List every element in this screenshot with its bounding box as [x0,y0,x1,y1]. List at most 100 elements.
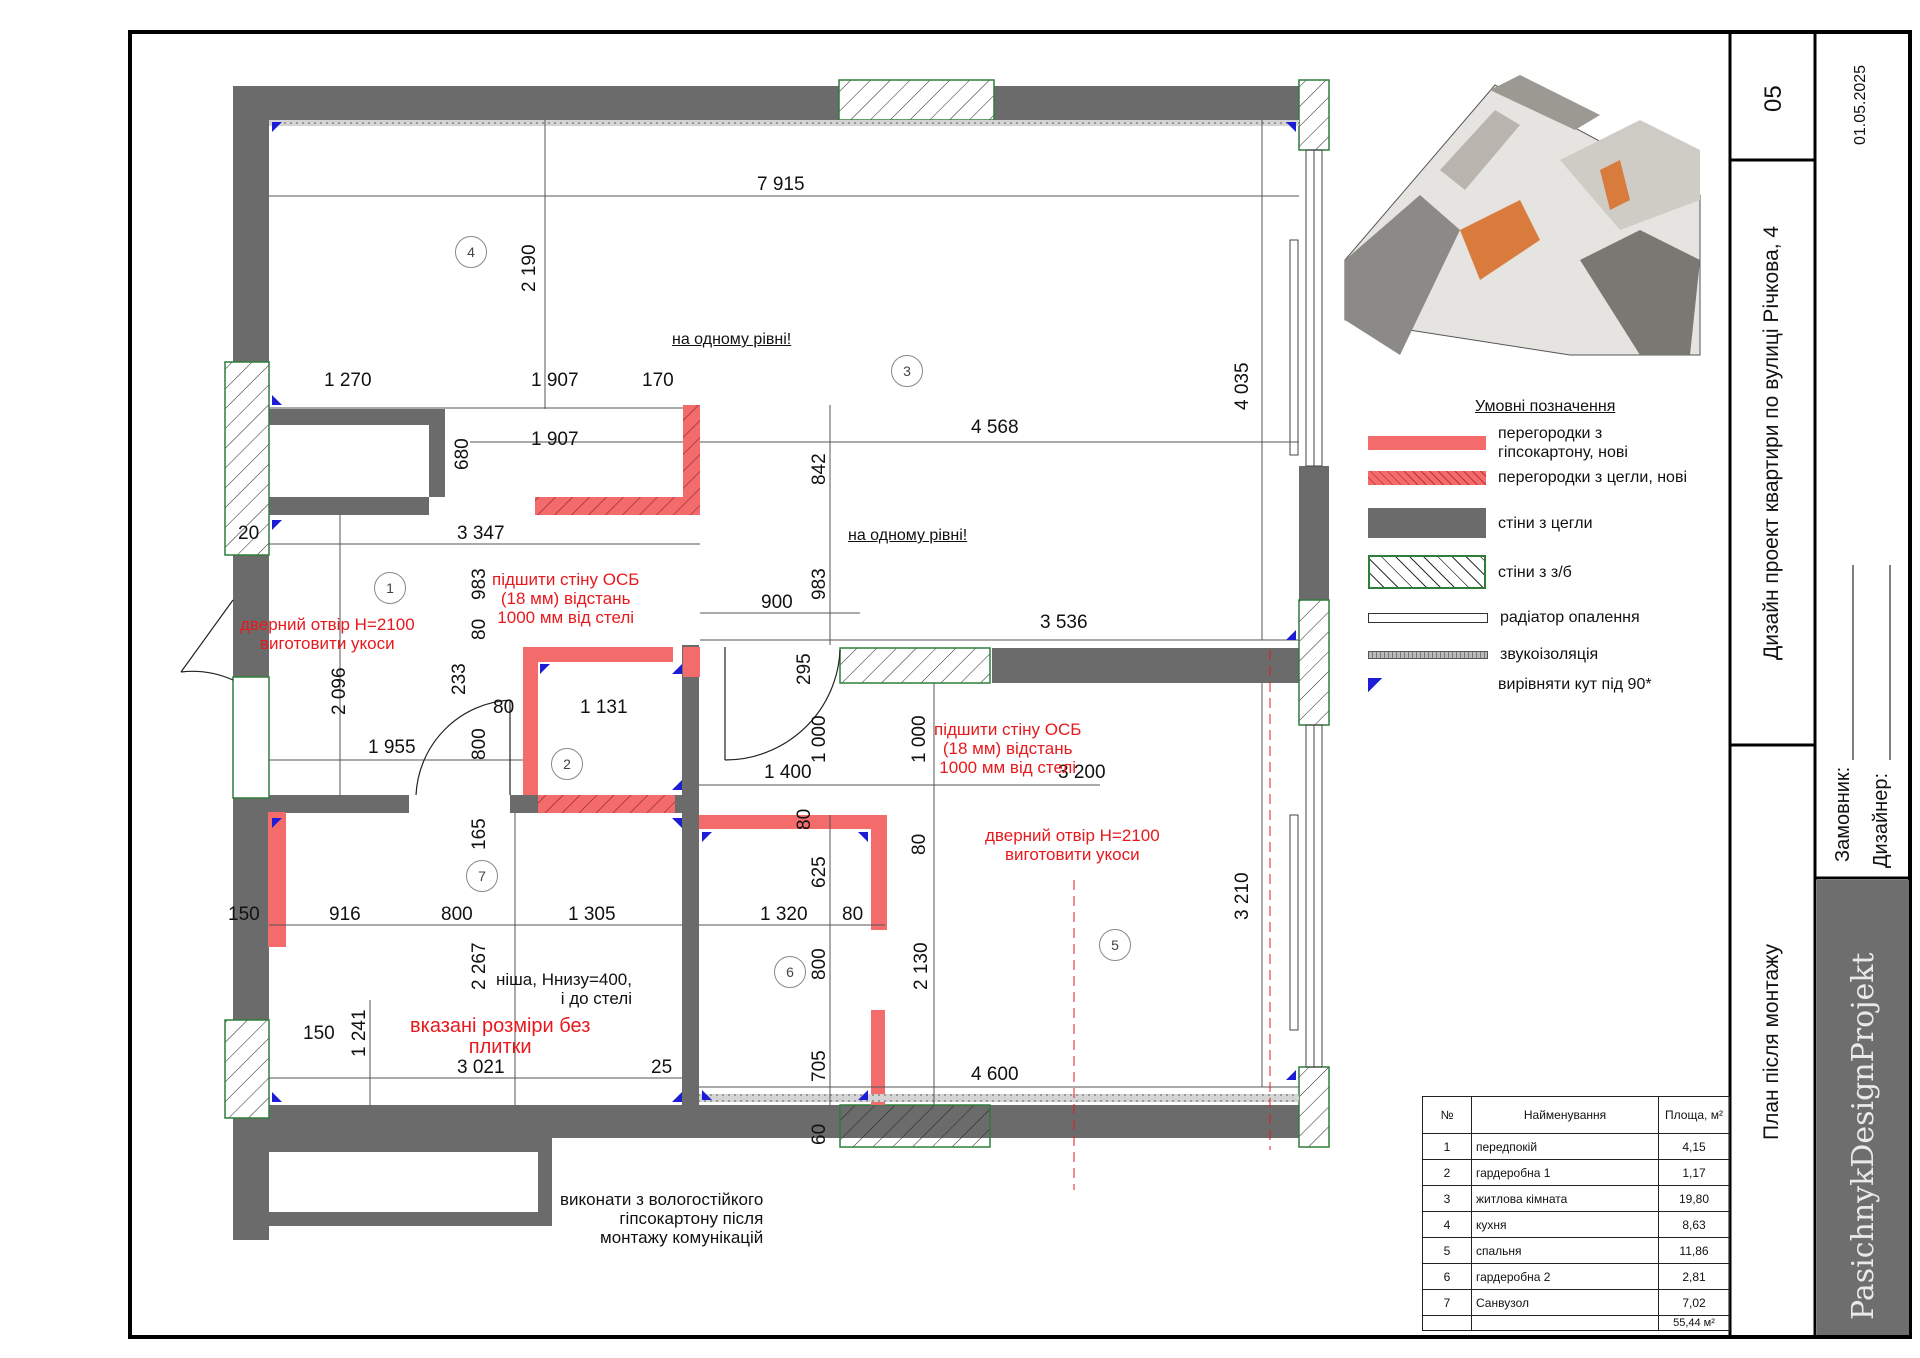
doors [180,599,841,796]
dimension-label: 3 200 [1058,762,1106,783]
dimension-label: 2 130 [911,942,932,990]
dimension-label: 80 [909,833,930,855]
column-header: Найменування [1471,1096,1659,1134]
room-number-5: 5 [1099,929,1131,961]
dimension-label: 2 190 [519,244,540,292]
dimension-label: 1 131 [580,697,628,718]
dimension-label: 1 000 [809,715,830,763]
dimension-label: 983 [469,568,490,600]
dimension-label: 4 600 [971,1064,1019,1085]
dimension-label: 800 [809,948,830,980]
diagonal-hatch-swatch-icon [1368,555,1486,589]
legend-title: Умовні позначення [1475,398,1616,415]
dimension-label: 3 021 [457,1057,505,1078]
dimension-label: 170 [642,370,674,391]
room-number-6: 6 [774,956,806,988]
dimension-label: 7 915 [757,174,805,195]
dimension-label: 1 270 [324,370,372,391]
room-number-1: 1 [374,572,406,604]
brand-logo-panel [1817,880,1909,1335]
3d-preview-image [1344,75,1701,356]
sheet-frame [128,30,1912,1339]
dimension-label: 4 568 [971,417,1019,438]
dimension-label: 705 [809,1050,830,1082]
blue-corner-marker-icon [1368,677,1382,692]
dimension-label: 3 347 [457,523,505,544]
legend-item-concrete-wall: стіни з з/б [1368,555,1572,589]
legend-item-soundproof: звукоізоляція [1368,645,1598,664]
dimension-label: 900 [761,592,793,613]
sound-insulation [269,120,1299,1102]
dimension-label: 295 [794,653,815,685]
dark-grey-swatch-icon [1368,508,1486,538]
room-number-2: 2 [551,748,583,780]
legend-item-brick-wall: стіни з цегли [1368,508,1593,538]
dimension-label: 80 [469,618,490,640]
dimension-lines [269,120,1299,1105]
niche-note: ніша, Hнизу=400,і до стелі [496,970,632,1008]
legend-item-brick-partition: перегородки з цегли, нові [1368,468,1687,487]
solid-red-swatch-icon [1368,436,1486,450]
dimension-label: 1 907 [531,370,579,391]
dimension-label: 165 [469,818,490,850]
dimension-label: 2 096 [329,667,350,715]
dimension-label: 60 [809,1123,830,1145]
dimension-label: 1 400 [764,762,812,783]
column-header: Площа, м² [1658,1096,1730,1134]
dimension-label: 1 907 [531,429,579,450]
soundproof-swatch-icon [1368,650,1488,659]
customer-label: Замовник: [1832,766,1854,862]
dimension-label: 4 035 [1232,362,1253,410]
dimension-label: 1 305 [568,904,616,925]
dimension-label: 80 [842,904,864,925]
concrete-walls [224,79,1330,1148]
same-level-note: на одному рівні! [672,331,792,348]
corner-markers [272,122,1296,1102]
room-number-4: 4 [455,236,487,268]
brick-walls [233,86,1329,1240]
dimension-label: 842 [809,453,830,485]
drawing-title: План після монтажу [1760,943,1783,1140]
dimension-label: 2 267 [469,942,490,990]
red-dashed-lines [1073,650,1271,1190]
dimension-label: 3 536 [1040,612,1088,633]
same-level-note: на одному рівні! [848,527,968,544]
dimension-label: 80 [493,697,515,718]
sheet-date: 01.05.2025 [1852,64,1869,145]
dimension-label: 1 955 [368,737,416,758]
windows [1289,149,1323,1068]
dimension-label: 1 320 [760,904,808,925]
dimension-label: 1 241 [349,1009,370,1057]
room-number-3: 3 [891,355,923,387]
radiator-swatch-icon [1368,612,1488,623]
dimension-label: 150 [303,1023,335,1044]
dimension-label: 800 [469,728,490,760]
legend-item-corner: вирівняти кут під 90* [1368,675,1652,694]
hatched-red-swatch-icon [1368,470,1486,485]
dimension-label: 800 [441,904,473,925]
table-total-row: 55,44 м² [1422,1315,1730,1331]
dimension-label: 80 [794,808,815,830]
project-title: Дизайн проект квартири по вулиці Річкова… [1760,225,1783,660]
dimension-label: 983 [809,568,830,600]
dimension-label: 916 [329,904,361,925]
dimension-label: 25 [651,1057,673,1078]
dimension-label: 3 210 [1232,872,1253,920]
gypsum-partitions [268,647,887,1105]
brand-logo: PasichnykDesignProjekt [1846,952,1881,1321]
column-header: № [1422,1096,1472,1134]
